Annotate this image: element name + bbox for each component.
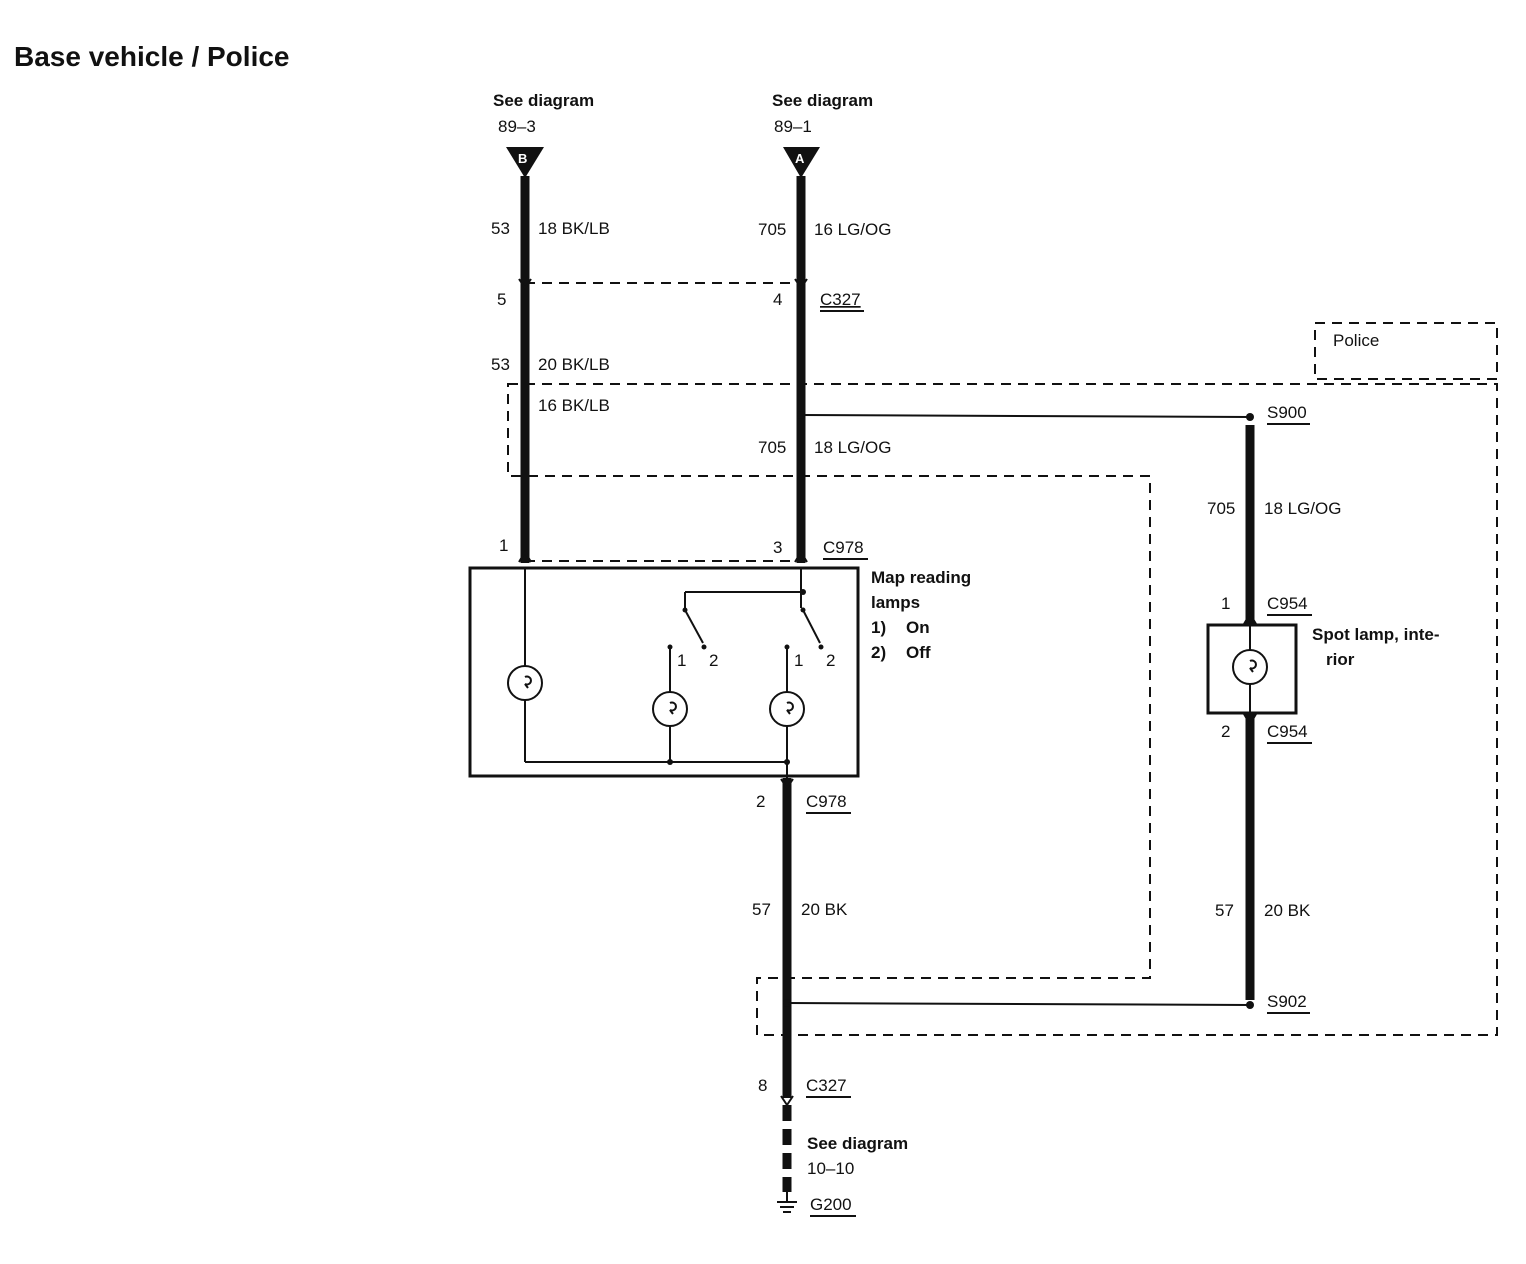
switch2-pos1: 1	[794, 651, 803, 670]
lamp-icon	[1232, 649, 1268, 685]
switch-icon	[684, 609, 704, 644]
splice-icon	[1246, 1001, 1254, 1009]
wire-57-to-s902	[786, 1002, 1251, 1006]
circuit-705-mid: 705	[758, 438, 786, 457]
ref-mid-tag: A	[795, 151, 805, 166]
connector-c954-top: C954	[1267, 594, 1308, 613]
ref-mid-see: See diagram	[772, 91, 873, 110]
spot-lamp-label-line1: Spot lamp, inte-	[1312, 625, 1440, 644]
page-title: Base vehicle / Police	[14, 41, 290, 72]
switch2-pos2: 2	[826, 651, 835, 670]
circuit-53-top: 53	[491, 219, 510, 238]
connector-c327-bottom: C327	[806, 1076, 847, 1095]
wire-705-to-s900	[800, 414, 1251, 418]
connector-c327-top: C327	[820, 290, 861, 309]
circuit-705-spot: 705	[1207, 499, 1235, 518]
splice-icon	[667, 759, 673, 765]
circuit-57-left: 57	[752, 900, 771, 919]
connector-arrow-icon	[518, 550, 532, 563]
ref-left-number: 89–3	[498, 117, 536, 136]
pin-2-c978: 2	[756, 792, 765, 811]
connector-c978-bottom: C978	[806, 792, 847, 811]
pin-4: 4	[773, 290, 782, 309]
connector-arrow-icon	[794, 278, 808, 290]
circuit-53-mid: 53	[491, 355, 510, 374]
option-2-number: 2)	[871, 643, 886, 662]
map-reading-lamps-box	[468, 566, 860, 778]
splice-s900: S900	[1267, 403, 1307, 422]
splice-icon	[1246, 413, 1254, 421]
switch1-pos2: 2	[709, 651, 718, 670]
option-1-text: On	[906, 618, 930, 637]
option-1-number: 1)	[871, 618, 886, 637]
wire-20-bk-spot: 20 BK	[1264, 901, 1311, 920]
wire-16-lg-og: 16 LG/OG	[814, 220, 891, 239]
connector-c954-bottom: C954	[1267, 722, 1308, 741]
lamp-icon	[652, 691, 688, 727]
ground-icon	[777, 1192, 797, 1213]
pin-8: 8	[758, 1076, 767, 1095]
connector-arrow-icon	[783, 147, 820, 178]
police-option-outline	[507, 383, 1498, 1036]
pin-1-c978: 1	[499, 536, 508, 555]
spot-lamp-label-line2: rior	[1326, 650, 1355, 669]
option-2-text: Off	[906, 643, 931, 662]
circuit-57-spot: 57	[1215, 901, 1234, 920]
connector-arrow-icon	[518, 278, 532, 290]
wire-16-bk-lb: 16 BK/LB	[538, 396, 610, 415]
connector-arrow-icon	[1243, 713, 1257, 726]
connector-arrow-icon	[1243, 612, 1257, 625]
ref-bottom-see: See diagram	[807, 1134, 908, 1153]
pin-1-c954: 1	[1221, 594, 1230, 613]
connector-c978-top: C978	[823, 538, 864, 557]
connector-arrow-icon	[506, 147, 544, 178]
police-label: Police	[1333, 331, 1379, 350]
ref-left-tag: B	[518, 151, 527, 166]
police-label-box	[1314, 322, 1498, 380]
wire-18-lg-og-mid: 18 LG/OG	[814, 438, 891, 457]
connector-arrow-icon	[794, 550, 808, 563]
pin-3-c978: 3	[773, 538, 782, 557]
wire-20-bk-left: 20 BK	[801, 900, 848, 919]
circuit-705-top: 705	[758, 220, 786, 239]
map-lamps-label-line1: Map reading	[871, 568, 971, 587]
switch1-pos1: 1	[677, 651, 686, 670]
switch-contact	[818, 644, 824, 650]
map-lamps-label-line2: lamps	[871, 593, 920, 612]
switch-contact	[701, 644, 707, 650]
wire-20-bk-lb: 20 BK/LB	[538, 355, 610, 374]
pin-5: 5	[497, 290, 506, 309]
ref-left-see: See diagram	[493, 91, 594, 110]
splice-s902: S902	[1267, 992, 1307, 1011]
pin-2-c954: 2	[1221, 722, 1230, 741]
ref-mid-number: 89–1	[774, 117, 812, 136]
splice-icon	[784, 759, 790, 765]
switch-icon	[802, 609, 821, 644]
wire-18-bk-lb: 18 BK/LB	[538, 219, 610, 238]
lamp-icon	[769, 691, 805, 727]
ground-g200: G200	[810, 1195, 852, 1214]
lamp-icon	[507, 665, 543, 701]
connector-arrow-icon	[780, 778, 794, 790]
wire-18-lg-og-spot: 18 LG/OG	[1264, 499, 1341, 518]
ref-bottom-number: 10–10	[807, 1159, 854, 1178]
